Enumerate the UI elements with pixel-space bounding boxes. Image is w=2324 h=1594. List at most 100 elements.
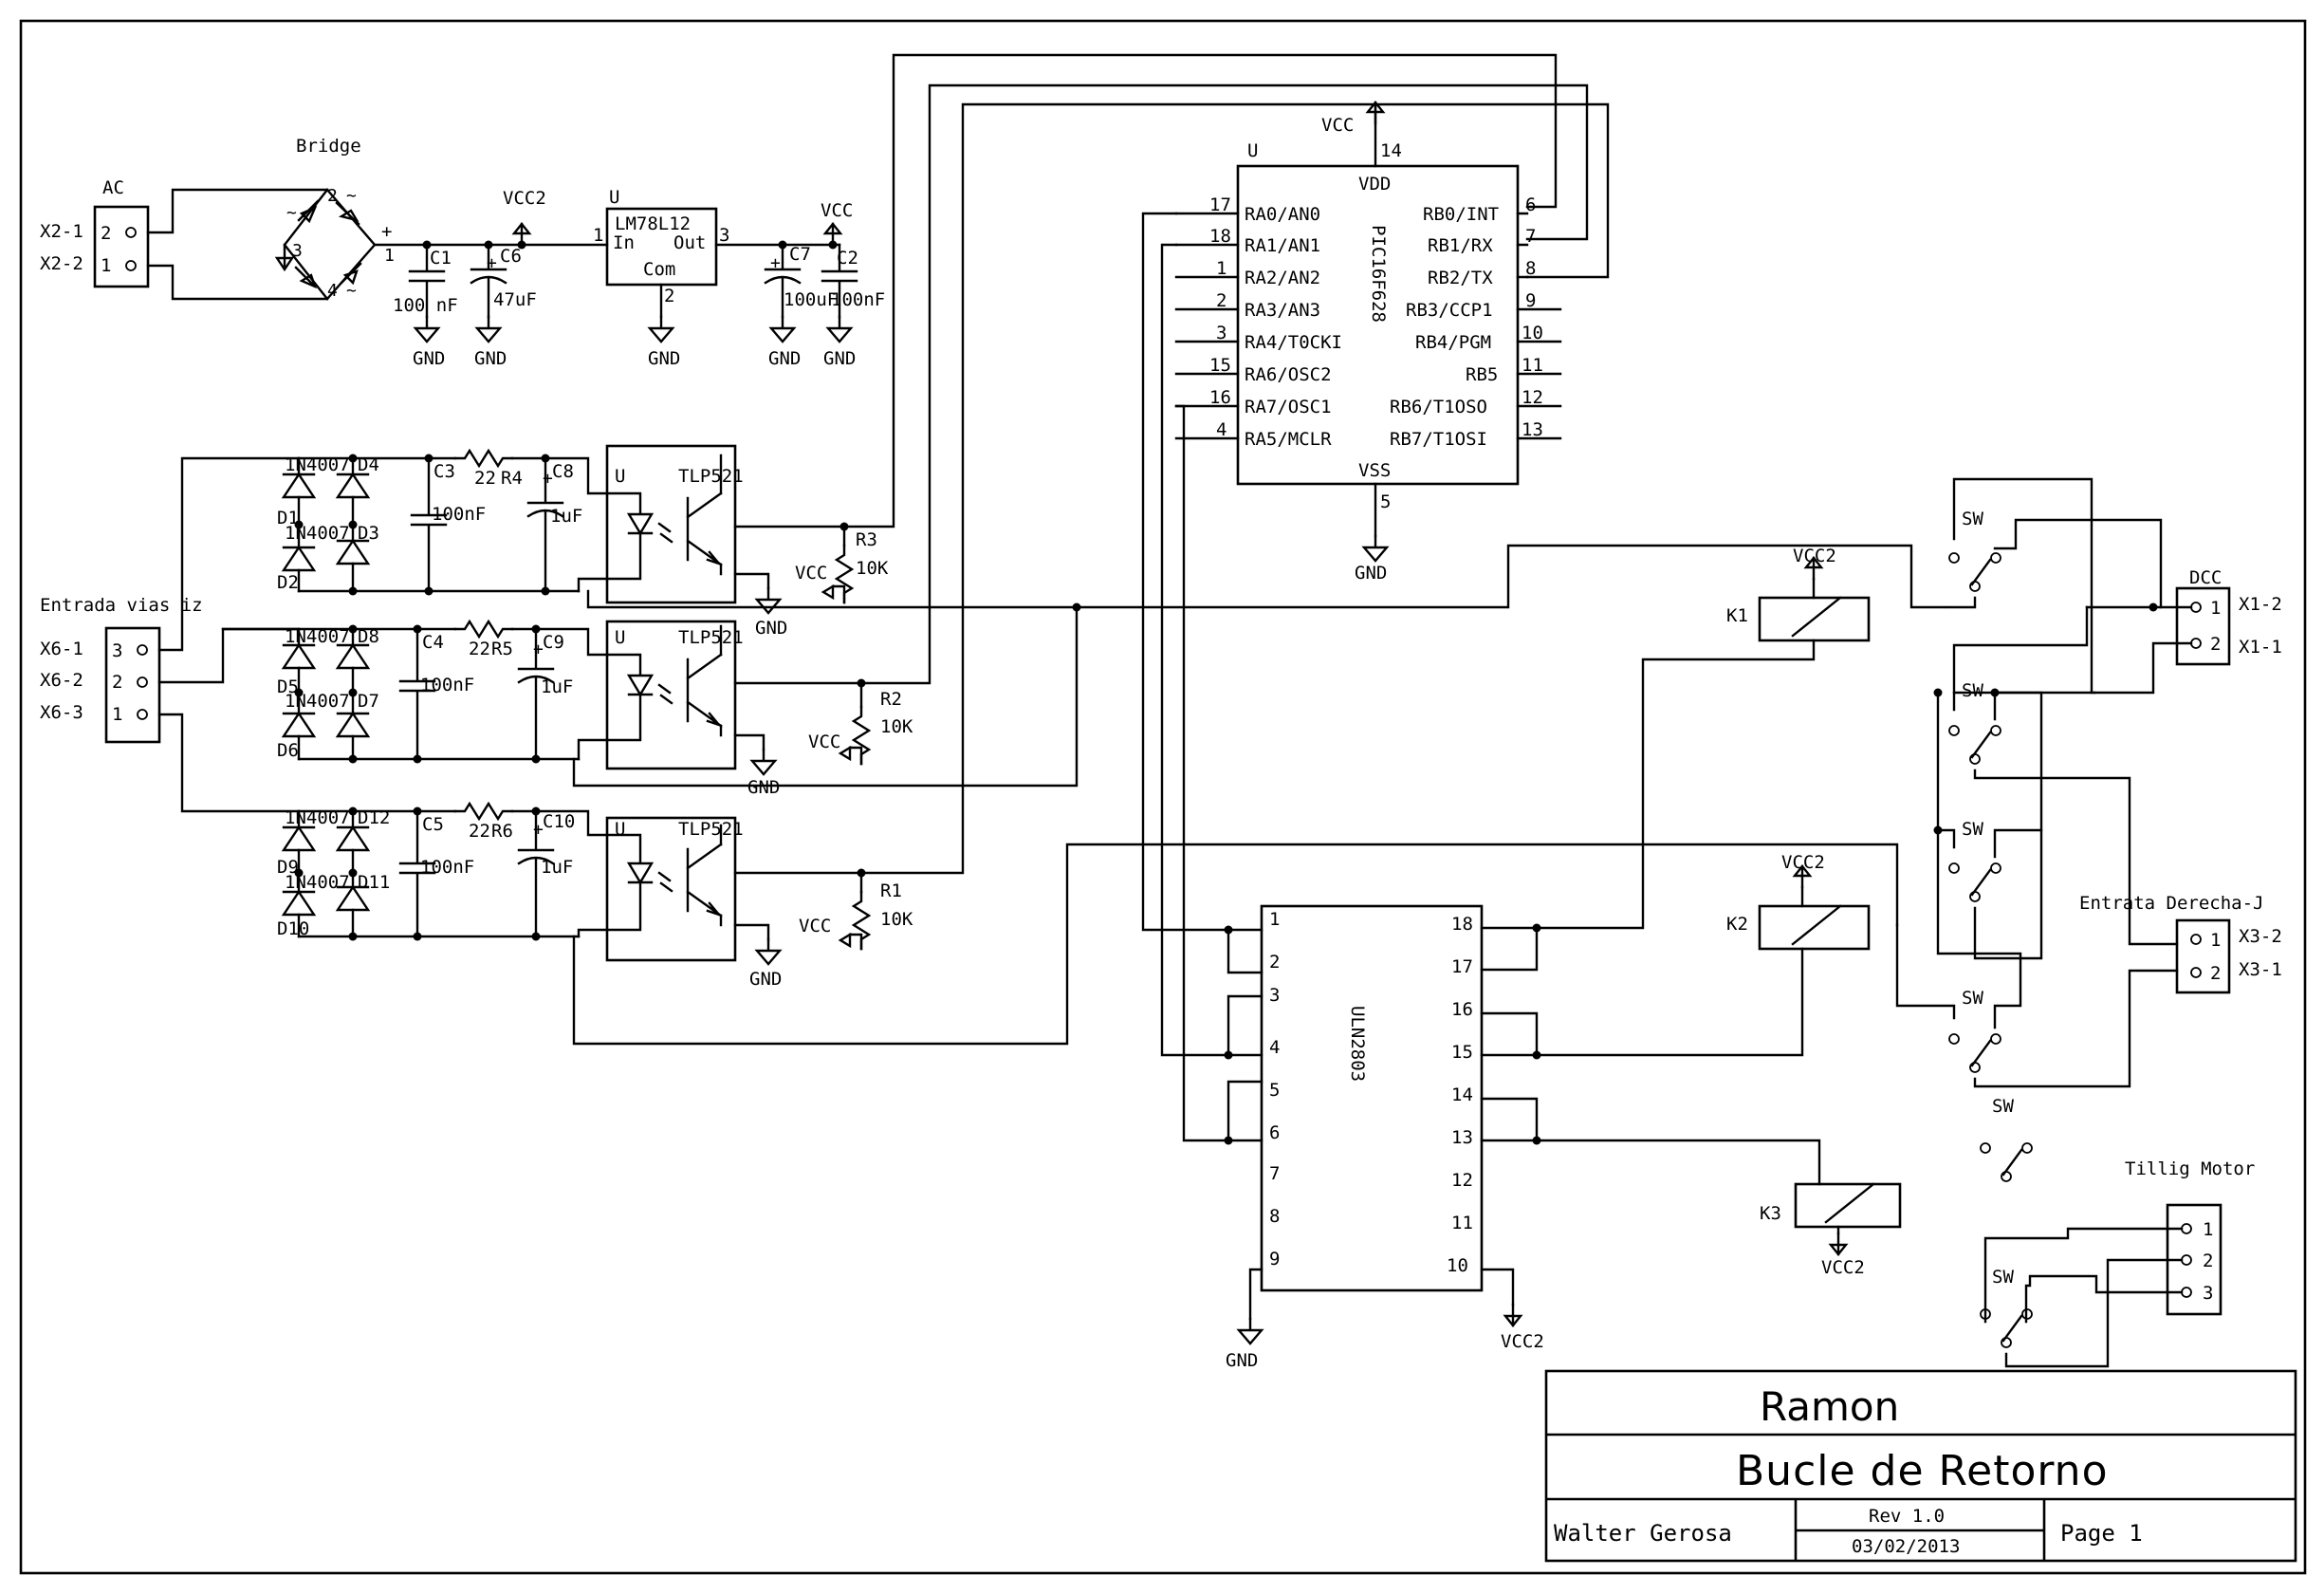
entrada-label: Entrada vias iz [40, 595, 203, 616]
pic-ref: U [1247, 140, 1258, 161]
uln-pin: 1 [1269, 909, 1280, 930]
pic-vss: VSS [1358, 460, 1391, 481]
dcc-pin-label: X1-2 [2239, 594, 2282, 615]
gnd-label: GND [823, 348, 856, 369]
pic-pin-name: RA7/OSC1 [1245, 397, 1332, 417]
diode-ref: D5 [277, 677, 299, 697]
diode-name: 1N4007 [285, 523, 350, 544]
diode-ref: D9 [277, 857, 299, 878]
cap-ref: C4 [422, 632, 444, 653]
ac-connector: AC X2-1 X2-2 2 1 [40, 177, 329, 301]
gnd-label: GND [648, 348, 680, 369]
entrada-pin-label: X6-3 [40, 702, 83, 723]
ecap-ref: C8 [552, 461, 574, 482]
switch-label: SW [1962, 680, 1983, 701]
pic-pin-name: RA1/AN1 [1245, 235, 1320, 256]
tillig-label: Tillig Motor [2125, 1158, 2255, 1179]
dcc-pin-label: X1-1 [2239, 637, 2282, 658]
gnd-label: GND [413, 348, 445, 369]
res-value: 22 [474, 468, 496, 489]
c7-value: 100uF [784, 289, 838, 310]
gnd-label: GND [768, 348, 801, 369]
rail-2 [572, 605, 1079, 788]
diode-name: 1N4007 [285, 691, 350, 712]
pic-name: PIC16F628 [1368, 225, 1389, 323]
entrada-connector: Entrada vias iz X6-1 X6-2 X6-3 3 2 1 [40, 456, 301, 813]
ac-pin-num: 2 [101, 223, 111, 244]
input-stage-3: 1N4007 D12 1N4007 D11 D9 D10 C5 100nF 22… [277, 102, 1610, 990]
pic-vdd: VDD [1358, 174, 1391, 195]
c6-capacitor: C6 + 47uF GND [470, 243, 537, 369]
plus-sign: + [770, 253, 781, 273]
gnd-label: GND [1355, 563, 1387, 584]
uln-pin: 15 [1451, 1042, 1473, 1063]
pic-pin: 2 [1216, 290, 1227, 311]
c6-value: 47uF [493, 289, 537, 310]
vcc-label: VCC [821, 200, 853, 221]
uln-pin: 3 [1269, 985, 1280, 1006]
reg-pin: 3 [719, 225, 729, 246]
pic-pin: 14 [1380, 140, 1402, 161]
title-date: 03/02/2013 [1852, 1536, 1960, 1557]
vcc-label: VCC [1321, 115, 1354, 136]
pic-pin: 10 [1522, 323, 1543, 343]
pic-pin: 1 [1216, 258, 1227, 279]
opto-name: TLP521 [678, 627, 744, 648]
uln-pin: 4 [1269, 1037, 1280, 1058]
uln-pin: 14 [1451, 1084, 1473, 1105]
entrada-pin-label: X6-2 [40, 670, 83, 691]
c7-capacitor: C7 + 100uF GND [764, 243, 838, 369]
c2-capacitor: VCC C2 100nF GND [821, 200, 885, 369]
pullup-value: 10K [880, 716, 913, 737]
c1-ref: C1 [430, 248, 452, 269]
pic-pin-name: RB7/T1OSI [1390, 429, 1487, 450]
ac-pin-label: X2-1 [40, 221, 83, 242]
pic-pin: 18 [1209, 226, 1231, 247]
entrada-pin-num: 2 [112, 672, 122, 693]
uln-pin: 5 [1269, 1080, 1280, 1101]
derecha-pin-label: X3-1 [2239, 959, 2282, 980]
switch-label: SW [1992, 1096, 2014, 1117]
reg-ref: U [609, 187, 619, 208]
vcc2-source: VCC2 [503, 188, 546, 247]
derecha-pin-num: 2 [2210, 963, 2221, 984]
lm78l12-regulator: U LM78L12 In Out Com 1 3 2 GND [593, 187, 841, 369]
gnd-label: GND [755, 618, 787, 639]
switch-label: SW [1962, 509, 1983, 529]
pic-pin: 12 [1522, 387, 1543, 408]
uln-pin: 9 [1269, 1249, 1280, 1270]
title-author: Walter Gerosa [1554, 1520, 1732, 1547]
pic-pin-name: RA6/OSC2 [1245, 364, 1332, 385]
ecap-ref: C9 [543, 632, 564, 653]
pic-pin: 4 [1216, 419, 1227, 440]
c2-ref: C2 [837, 248, 858, 269]
diode-name: 1N4007 [285, 872, 350, 893]
wire-ra1 [1160, 243, 1263, 1057]
tillig-pin-num: 2 [2203, 1251, 2213, 1271]
uln-pin: 7 [1269, 1163, 1280, 1184]
vcc-label: VCC [799, 916, 831, 936]
rail-3 [572, 843, 1899, 1046]
derecha-pin-num: 1 [2210, 930, 2221, 951]
gnd-label: GND [747, 777, 780, 798]
pic-pin: 7 [1525, 226, 1536, 247]
bridge-pin: 3 [292, 241, 303, 261]
vcc2-label: VCC2 [503, 188, 546, 209]
ac-label: AC [102, 177, 124, 198]
c1-value: 100 nF [393, 295, 458, 316]
uln-pin: 16 [1451, 999, 1473, 1020]
dcc-label: DCC [2189, 567, 2222, 588]
bridge-pin: ~ [346, 281, 357, 301]
relay-k1: K1 VCC2 [1535, 546, 1871, 930]
ac-pin-label: X2-2 [40, 253, 83, 274]
relay-k2: K2 VCC2 [1535, 852, 1871, 1057]
rail-1 [586, 544, 1946, 609]
pic-pin: 15 [1209, 355, 1231, 376]
reg-name: LM78L12 [615, 213, 691, 234]
reg-pin: 1 [593, 225, 603, 246]
pullup-value: 10K [880, 909, 913, 930]
derecha-pin-label: X3-2 [2239, 926, 2282, 947]
cap-ref: C5 [422, 814, 444, 835]
gnd-label: GND [1226, 1350, 1258, 1371]
